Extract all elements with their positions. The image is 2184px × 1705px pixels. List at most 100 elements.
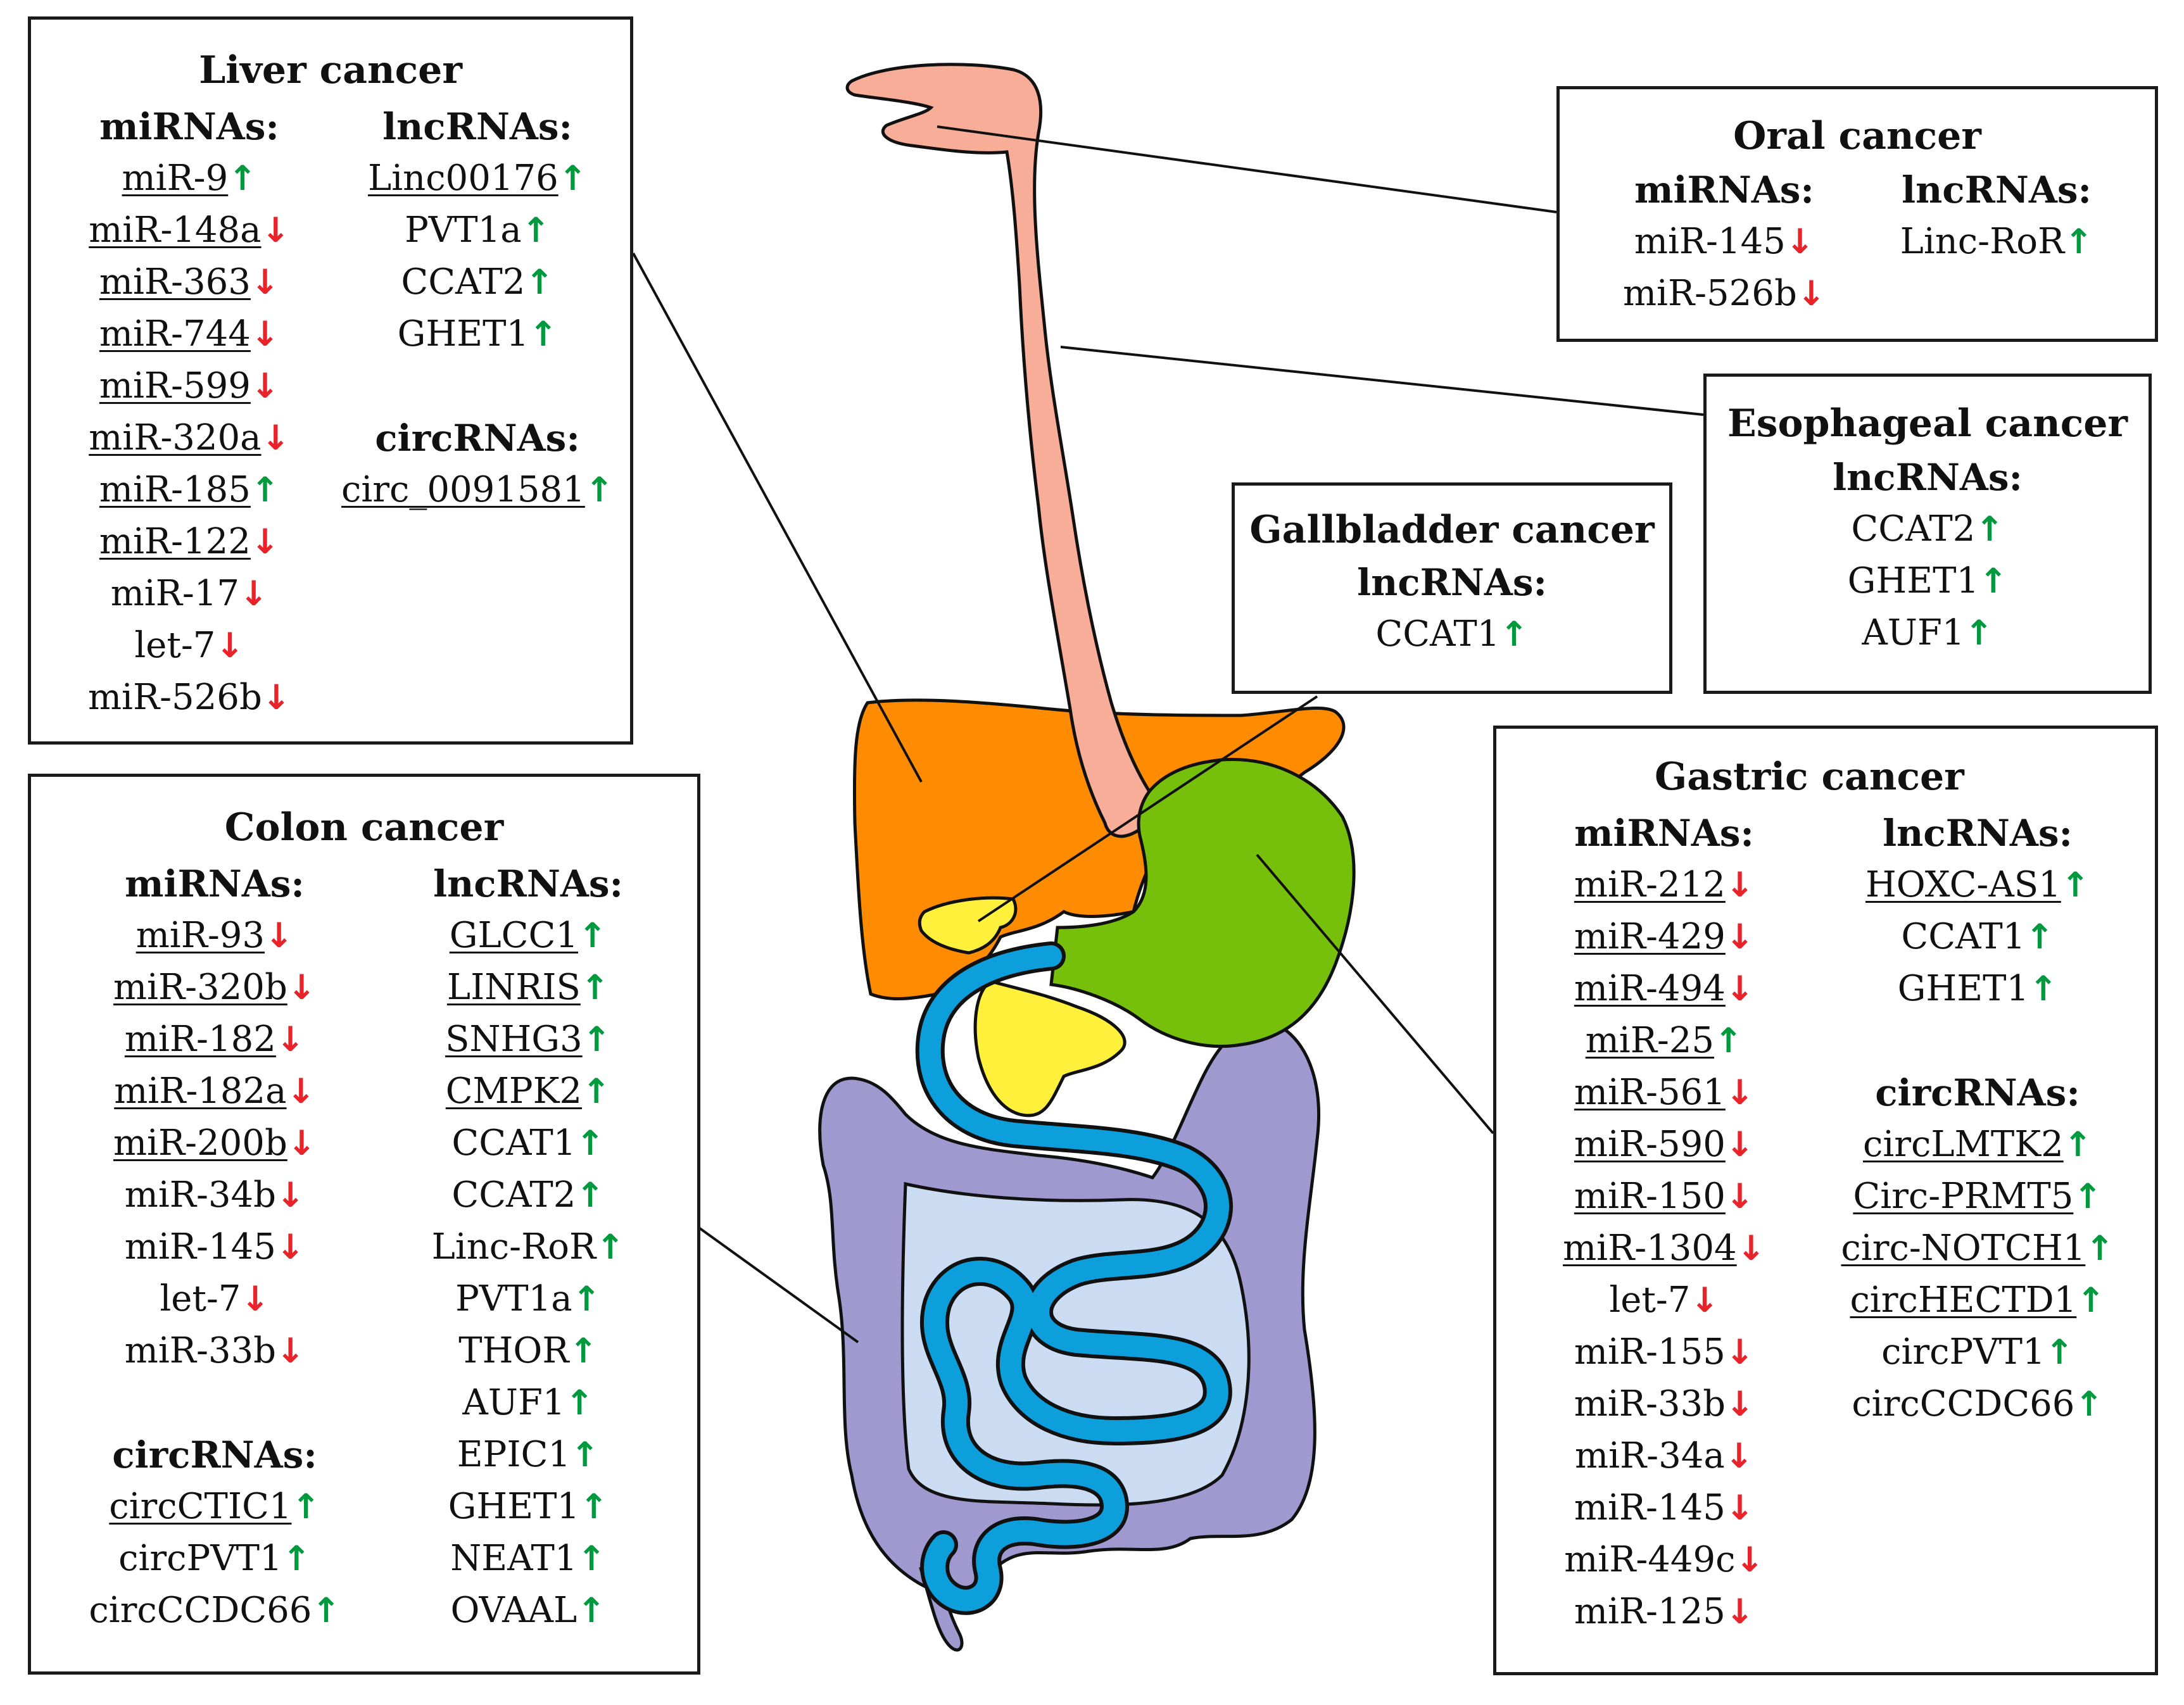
rna-name: miR-33b↓ xyxy=(125,1330,305,1371)
rna-item: CMPK2↑ xyxy=(386,1066,671,1117)
rna-item: miR-429↓ xyxy=(1534,911,1794,963)
colon-mirna-circrna-column: miRNAs:miR-93↓miR-320b↓miR-182↓miR-182a↓… xyxy=(69,858,360,1637)
esophageal-lncrna-column: lncRNAs:CCAT2↑GHET1↑AUF1↑ xyxy=(1707,451,2149,659)
rna-name: miR-9↑ xyxy=(122,158,257,199)
leader-line-esophageal xyxy=(1060,346,1704,416)
rna-name: miR-363↓ xyxy=(99,261,279,303)
rna-name: circCCDC66↑ xyxy=(1852,1383,2103,1425)
rna-item: miR-33b↓ xyxy=(1534,1378,1794,1430)
arrow-down-icon: ↓ xyxy=(275,1019,305,1059)
arrow-up-icon: ↑ xyxy=(582,1071,611,1111)
rna-name: miR-155↓ xyxy=(1574,1331,1754,1373)
rna-item: EPIC1↑ xyxy=(386,1429,671,1481)
panel-gastric-cancer: Gastric cancer miRNAs:miR-212↓miR-429↓mi… xyxy=(1493,726,2158,1675)
rna-item: miR-320a↓ xyxy=(63,412,316,464)
panel-colon-cancer: Colon cancer miRNAs:miR-93↓miR-320b↓miR-… xyxy=(28,774,700,1675)
rna-item: miR-182↓ xyxy=(69,1014,360,1066)
rna-item: circCCDC66↑ xyxy=(1813,1378,2142,1430)
arrow-down-icon: ↓ xyxy=(1735,1540,1764,1580)
arrow-up-icon: ↑ xyxy=(570,1435,600,1475)
arrow-up-icon: ↑ xyxy=(521,210,550,250)
arrow-down-icon: ↓ xyxy=(250,262,280,302)
rna-item: miR-125↓ xyxy=(1534,1586,1794,1638)
rna-name: miR-449c↓ xyxy=(1564,1539,1764,1580)
rna-item: PVT1a↑ xyxy=(341,204,614,256)
rna-item: miR-150↓ xyxy=(1534,1171,1794,1223)
group-heading: lncRNAs: xyxy=(1833,456,2023,499)
oral-lncrna-column: lncRNAs:Linc-RoR↑ xyxy=(1870,164,2123,268)
arrow-down-icon: ↓ xyxy=(1725,1332,1755,1372)
rna-item: miR-17↓ xyxy=(63,568,316,620)
arrow-up-icon: ↑ xyxy=(577,1590,606,1630)
arrow-down-icon: ↓ xyxy=(265,915,294,955)
rna-item: GHET1↑ xyxy=(1813,963,2142,1015)
panel-title: Esophageal cancer xyxy=(1727,401,2128,446)
rna-name: NEAT1↑ xyxy=(450,1538,606,1579)
group-heading: circRNAs: xyxy=(375,417,580,460)
arrow-down-icon: ↓ xyxy=(261,418,290,458)
arrow-down-icon: ↓ xyxy=(275,1331,305,1371)
group-heading: miRNAs: xyxy=(99,105,279,148)
rna-name: miR-599↓ xyxy=(99,365,279,406)
rna-item: GHET1↑ xyxy=(1707,555,2149,607)
rna-item: miR-155↓ xyxy=(1534,1326,1794,1378)
arrow-up-icon: ↑ xyxy=(577,1538,606,1578)
rna-item: miR-145↓ xyxy=(1534,1482,1794,1534)
rna-item: CCAT1↑ xyxy=(1813,911,2142,963)
rna-item: miR-200b↓ xyxy=(69,1117,360,1169)
leader-line-colon xyxy=(698,1227,859,1343)
rna-name: circHECTD1↑ xyxy=(1850,1280,2105,1321)
rna-item: SNHG3↑ xyxy=(386,1014,671,1066)
rna-name: miR-182a↓ xyxy=(114,1071,315,1112)
rna-item: miR-34b↓ xyxy=(69,1169,360,1221)
rna-name: miR-125↓ xyxy=(1574,1591,1754,1632)
rna-name: miR-25↑ xyxy=(1586,1020,1743,1061)
arrow-down-icon: ↓ xyxy=(275,1227,305,1267)
rna-name: CCAT1↑ xyxy=(1901,916,2054,957)
rna-item: LINRIS↑ xyxy=(386,962,671,1014)
arrow-down-icon: ↓ xyxy=(1725,1124,1755,1164)
rna-item: miR-9↑ xyxy=(63,153,316,204)
arrow-up-icon: ↑ xyxy=(1499,614,1529,654)
rna-item: THOR↑ xyxy=(386,1325,671,1377)
arrow-down-icon: ↓ xyxy=(1725,1592,1755,1632)
rna-name: PVT1a↑ xyxy=(405,210,550,251)
group-heading: lncRNAs: xyxy=(1902,168,2092,211)
rna-name: miR-200b↓ xyxy=(113,1123,316,1164)
rna-name: EPIC1↑ xyxy=(457,1434,599,1475)
rna-name: miR-34a↓ xyxy=(1575,1435,1753,1476)
rna-name: let-7↓ xyxy=(160,1278,269,1319)
arrow-down-icon: ↓ xyxy=(1690,1280,1719,1320)
rna-name: let-7↓ xyxy=(134,625,244,666)
arrow-up-icon: ↑ xyxy=(1975,509,2004,549)
rna-name: THOR↑ xyxy=(458,1330,598,1371)
arrow-down-icon: ↓ xyxy=(250,314,280,354)
esophagus-shape xyxy=(845,63,1151,838)
rna-item: miR-145↓ xyxy=(1604,216,1845,268)
rna-name: miR-182↓ xyxy=(125,1019,305,1060)
arrow-up-icon: ↑ xyxy=(569,1331,598,1371)
rna-name: OVAAL↑ xyxy=(451,1590,606,1631)
arrow-down-icon: ↓ xyxy=(250,522,280,562)
arrow-down-icon: ↓ xyxy=(1725,1073,1755,1112)
rna-name: miR-526b↓ xyxy=(1623,273,1826,314)
gallbladder-lncrna-column: lncRNAs:CCAT1↑ xyxy=(1235,557,1669,660)
rna-name: SNHG3↑ xyxy=(445,1019,611,1060)
arrow-down-icon: ↓ xyxy=(241,1279,270,1319)
rna-name: miR-590↓ xyxy=(1574,1124,1754,1165)
arrow-up-icon: ↑ xyxy=(576,1123,605,1163)
rna-item: GHET1↑ xyxy=(386,1481,671,1533)
rna-name: GHET1↑ xyxy=(448,1486,609,1527)
oral-mirna-column: miRNAs: miR-145↓ miR-526b↓ xyxy=(1604,164,1845,320)
group-heading: circRNAs: xyxy=(112,1433,317,1476)
rna-name: miR-148a↓ xyxy=(89,210,290,251)
rna-item: miR-320b↓ xyxy=(69,962,360,1014)
rna-name: Circ-PRMT5↑ xyxy=(1853,1176,2102,1217)
rna-item: miR-182a↓ xyxy=(69,1066,360,1117)
arrow-down-icon: ↓ xyxy=(275,1175,305,1215)
group-heading: miRNAs: xyxy=(1634,168,1814,211)
rna-item: Linc-RoR↑ xyxy=(386,1221,671,1273)
rna-item: miR-590↓ xyxy=(1534,1119,1794,1171)
rna-item: miR-449c↓ xyxy=(1534,1534,1794,1586)
arrow-down-icon: ↓ xyxy=(1725,1176,1755,1216)
